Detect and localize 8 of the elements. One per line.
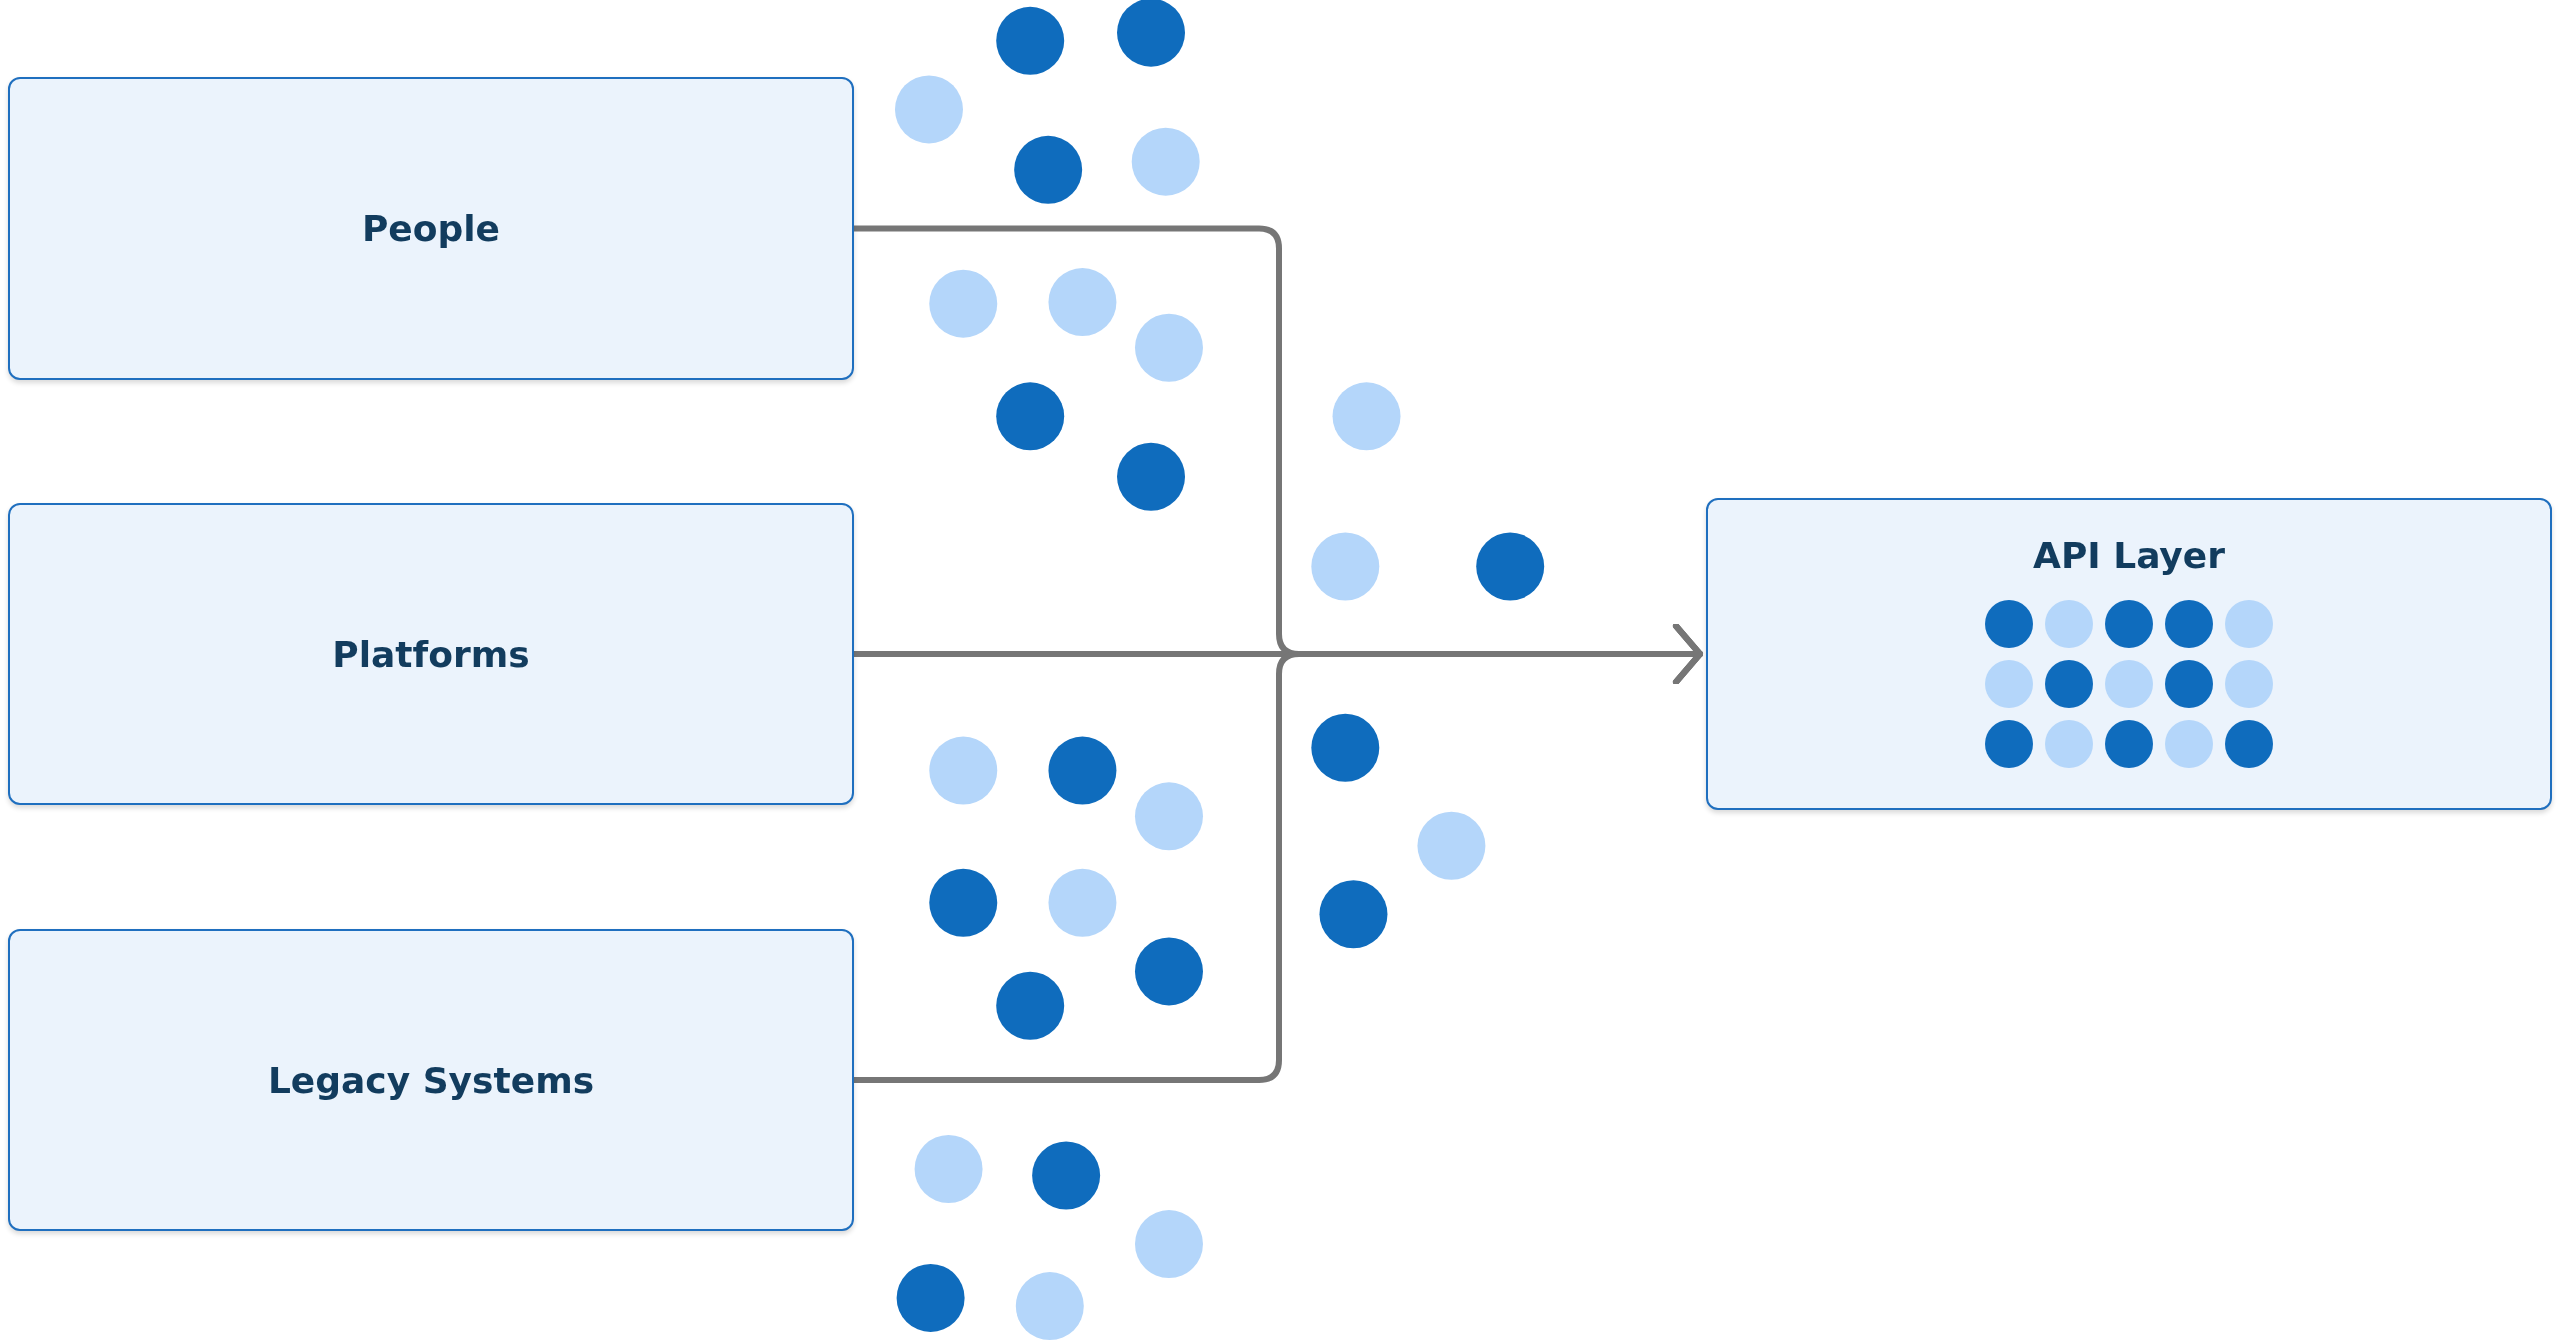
process-box bbox=[8, 77, 854, 380]
box-label: Legacy Systems bbox=[267, 1059, 595, 1101]
box-label: API Layer bbox=[2033, 534, 2225, 576]
process-box bbox=[8, 929, 854, 1231]
box-label: People bbox=[361, 208, 501, 249]
box-label: Platforms bbox=[332, 633, 530, 675]
process-box bbox=[8, 503, 854, 805]
process-box bbox=[1706, 498, 2552, 810]
